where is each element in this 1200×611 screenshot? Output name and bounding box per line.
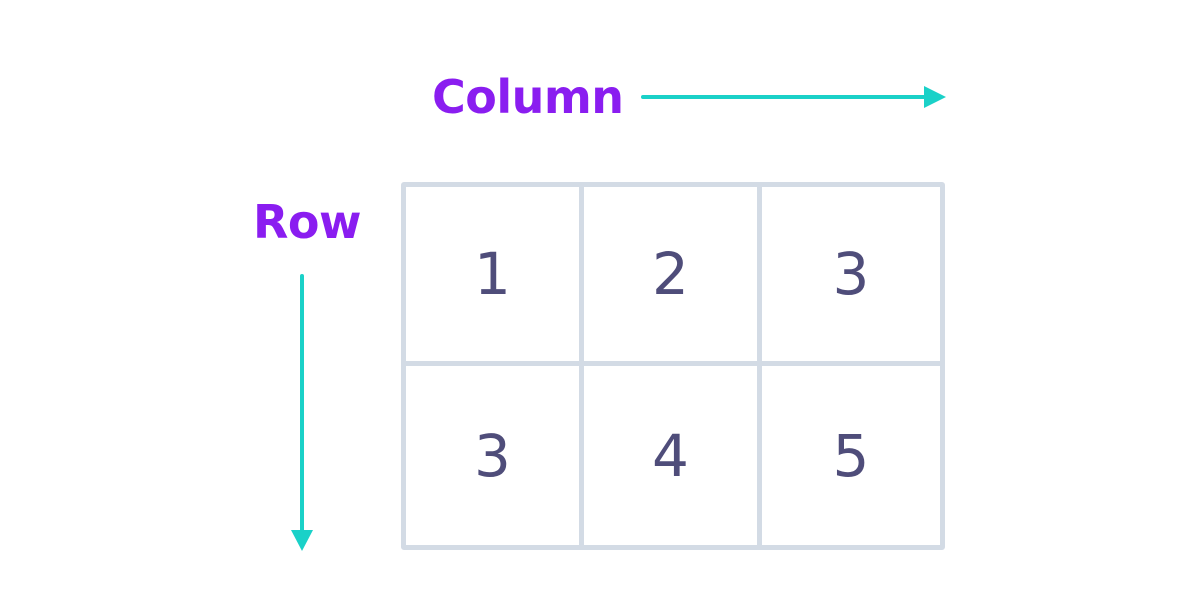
column-arrow-head [924, 86, 946, 108]
column-arrow [641, 86, 946, 108]
grid-cell: 1 [406, 187, 584, 366]
grid-cell: 2 [584, 187, 762, 366]
grid-cell: 5 [832, 421, 870, 490]
row-arrow [291, 274, 313, 551]
column-label: Column [432, 70, 624, 124]
matrix-grid: 1 2 3 3 4 5 [401, 182, 945, 550]
grid-cell: 3 [406, 366, 584, 545]
grid-cell: 3 [762, 187, 940, 366]
row-arrow-head [291, 530, 313, 551]
row-label: Row [253, 195, 362, 249]
grid-cell: 4 [584, 366, 762, 545]
